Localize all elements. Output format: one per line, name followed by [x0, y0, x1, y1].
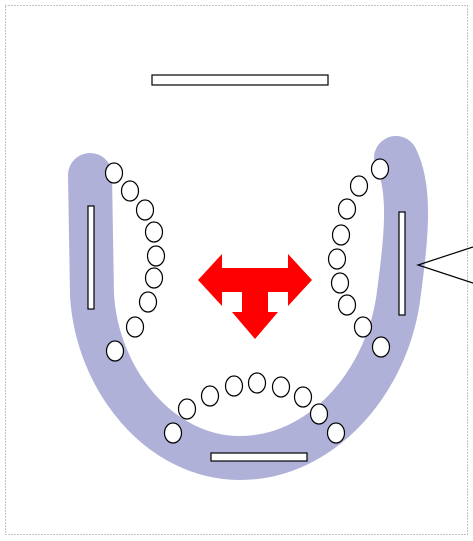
tooth-ellipse [372, 159, 389, 179]
three-way-arrow-icon [198, 254, 312, 339]
tooth-ellipse [106, 163, 123, 183]
tooth-ellipse [165, 423, 182, 443]
tooth-ellipse [355, 317, 372, 337]
tooth-ellipse [146, 222, 163, 242]
tooth-ellipse [146, 268, 163, 288]
tooth-ellipse [328, 423, 345, 443]
right-bar [399, 212, 405, 315]
tooth-ellipse [373, 337, 390, 357]
tooth-ellipse [226, 376, 243, 396]
tooth-ellipse [140, 292, 157, 312]
tooth-ellipse [202, 386, 219, 406]
tooth-ellipse [179, 399, 196, 419]
bottom-bar [211, 453, 307, 461]
tooth-ellipse [339, 199, 356, 219]
tooth-ellipse [351, 176, 368, 196]
callout-pointer [418, 247, 473, 283]
tooth-ellipse [333, 225, 350, 245]
tooth-ellipse [295, 387, 312, 407]
tooth-ellipse [137, 200, 154, 220]
tooth-ellipse [249, 373, 266, 393]
tooth-ellipse [127, 317, 144, 337]
tooth-ellipse [329, 249, 346, 269]
top-bar [152, 75, 328, 85]
tooth-ellipse [273, 377, 290, 397]
tooth-ellipse [311, 404, 328, 424]
left-bar [88, 206, 94, 309]
tooth-ellipse [332, 273, 349, 293]
tooth-ellipse [339, 295, 356, 315]
tooth-ellipse [107, 341, 124, 361]
tooth-ellipse [122, 181, 139, 201]
tooth-ellipse [148, 246, 165, 266]
